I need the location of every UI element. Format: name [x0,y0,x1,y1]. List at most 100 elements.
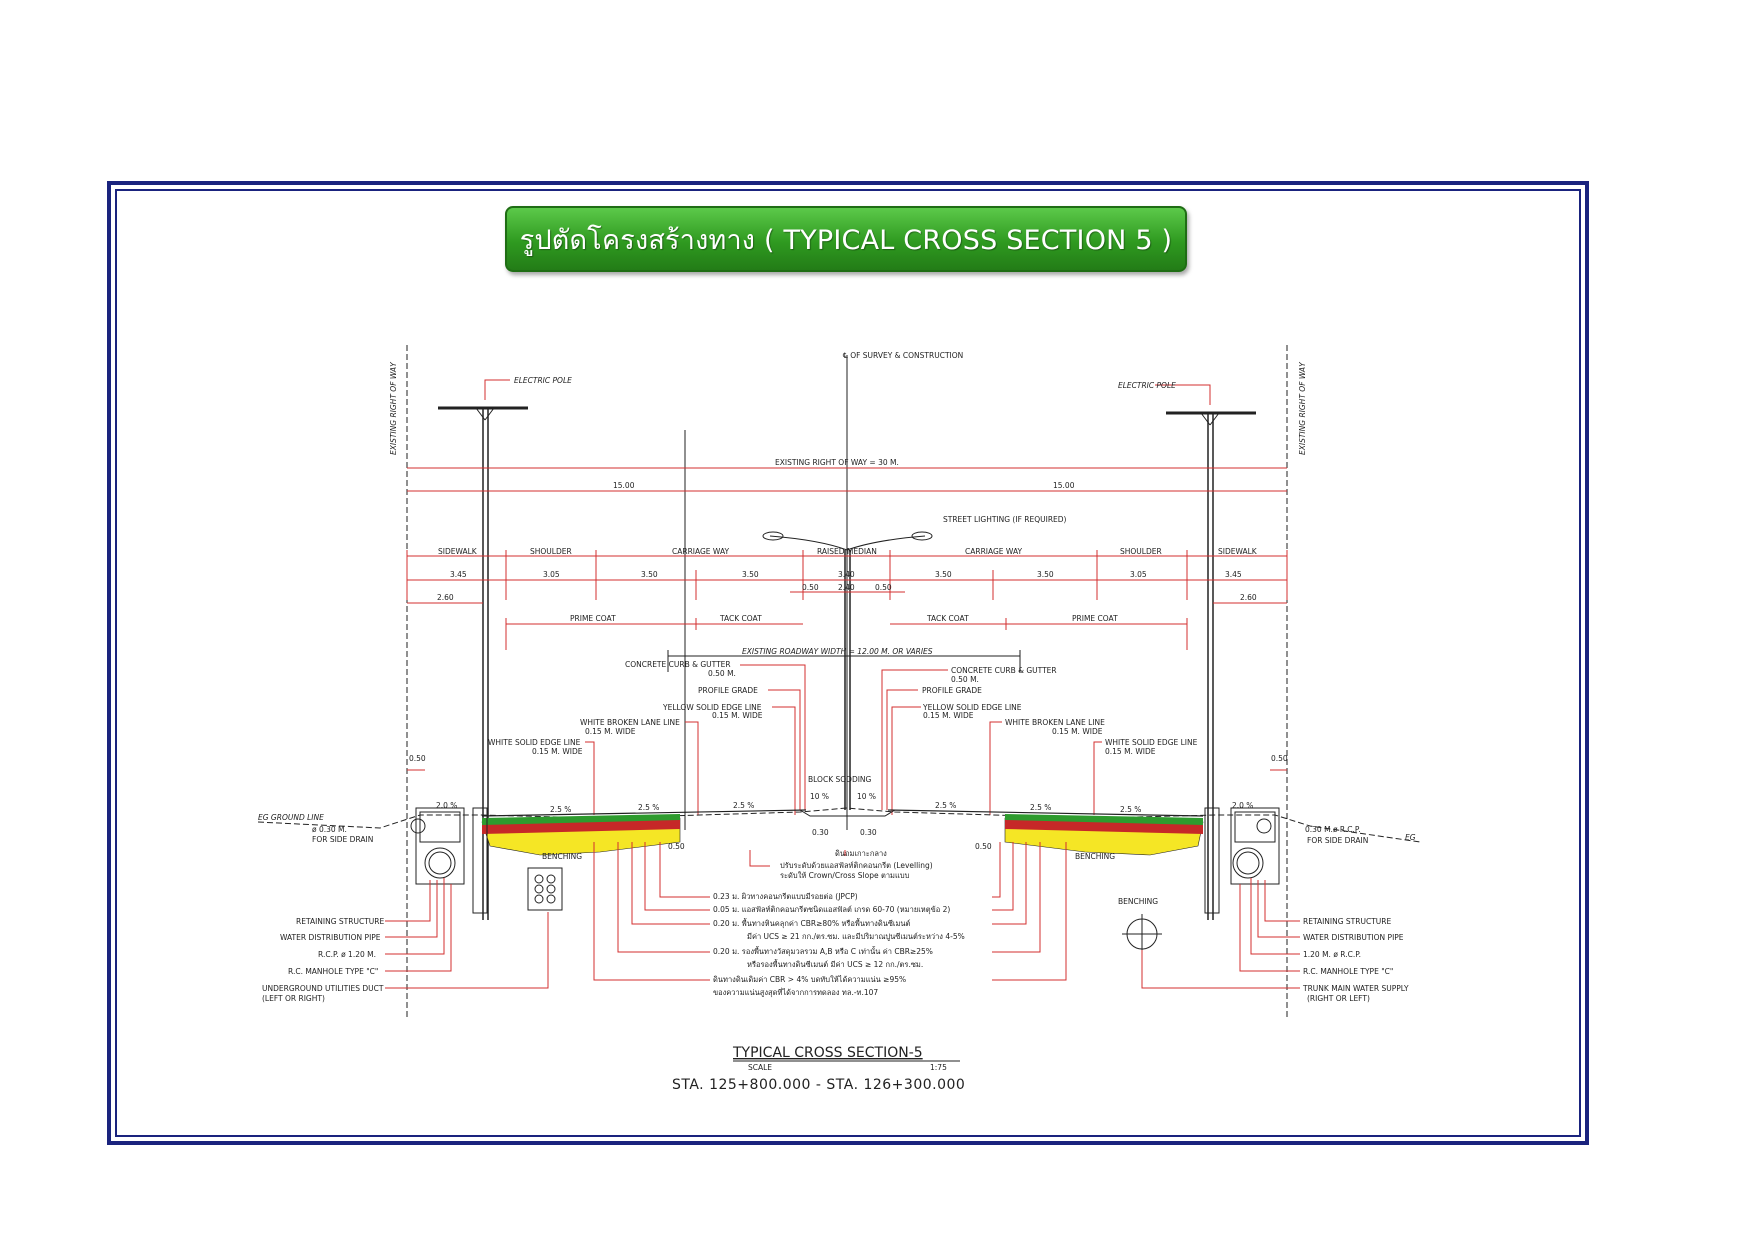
page-title: รูปตัดโครงสร้างทาง ( TYPICAL CROSS SECTI… [519,224,1173,256]
side-drain-right-icon [1204,807,1280,914]
median-dim-2: 0.30 [860,828,877,837]
median-slope-right: 10 % [857,792,876,801]
scale-value: 1:75 [930,1063,947,1072]
station-range: STA. 125+800.000 - STA. 126+300.000 [672,1077,965,1093]
street-light-icon [762,531,933,810]
width-1: 3.45 [450,570,467,579]
rcp-left-dia: ø 0.30 M. [312,825,347,834]
tack-coat-left: TACK COAT [719,614,762,623]
left-callouts [385,878,549,989]
width-3: 3.50 [641,570,658,579]
scale-label: SCALE [748,1063,772,1072]
white-solid-left: WHITE SOLID EDGE LINE [488,738,581,747]
right-label-4: R.C. MANHOLE TYPE "C" [1303,967,1393,976]
slope-left-3: 2.5 % [638,803,659,812]
slope-right-3: 2.5 % [1120,805,1141,814]
zone-label-5: CARRIAGE WAY [965,547,1022,556]
yellow-line-left: YELLOW SOLID EDGE LINE [662,703,762,712]
note-subgrade-test: ของความแน่นสูงสุดที่ได้จากการทดลอง ทล.-ท… [713,987,878,997]
section-title: TYPICAL CROSS SECTION-5 [732,1045,923,1061]
left-label-2: WATER DISTRIBUTION PIPE [280,933,381,942]
raised-median [799,809,896,817]
block-sodding-label: BLOCK SODDING [808,775,872,784]
white-broken-left-width: 0.15 M. WIDE [585,727,636,736]
width-5: 3.40 [838,570,855,579]
row-label-left: EXISTING RIGHT OF WAY [389,361,398,455]
width-4: 3.50 [742,570,759,579]
existing-roadway-label: EXISTING ROADWAY WIDTH = 12.00 M. OR VAR… [742,647,933,656]
zone-label-2: SHOULDER [530,547,572,556]
side-drain-left-icon [410,807,488,914]
white-broken-right: WHITE BROKEN LANE LINE [1005,718,1105,727]
electric-pole-right-icon [1166,411,1256,920]
eg-label: EG GROUND LINE [258,813,324,822]
note-subbase: 0.20 ม. รองพื้นทางวัสดุมวลรวม A,B หรือ C… [713,946,933,956]
edge-offset-left: 0.50 [409,754,426,763]
right-label-3: 1.20 M. ø R.C.P. [1303,950,1361,959]
note-base: 0.20 ม. พื้นทางหินคลุกค่า CBR≥80% หรือพื… [713,918,911,928]
layer-callouts [593,842,1067,981]
note-jpcp: 0.23 ม. ผิวทางคอนกรีตแบบมีรอยต่อ (JPCP) [713,892,858,901]
zone-label-6: SHOULDER [1120,547,1162,556]
zone-label-7: SIDEWALK [1218,547,1258,556]
width-9: 3.45 [1225,570,1242,579]
median-dim-4: 0.50 [975,842,992,851]
note-subbase-ucs: หรือรองพื้นทางดินซีเมนต์ มีค่า UCS ≥ 12 … [747,959,923,969]
zone-label-3: CARRIAGE WAY [672,547,729,556]
right-label-2: WATER DISTRIBUTION PIPE [1303,933,1404,942]
median-sub-3: 0.50 [875,583,892,592]
curb-right-width: 0.50 M. [951,675,979,684]
profile-grade-left: PROFILE GRADE [698,686,758,695]
left-label-6: (LEFT OR RIGHT) [262,994,325,1003]
tack-coat-right: TACK COAT [926,614,969,623]
curb-left-width: 0.50 M. [708,669,736,678]
slope-left-2: 2.5 % [550,805,571,814]
median-dim-3: 0.50 [668,842,685,851]
white-broken-left: WHITE BROKEN LANE LINE [580,718,680,727]
median-slope-left: 10 % [810,792,829,801]
electric-pole-label-right: ELECTRIC POLE [1118,381,1176,390]
note-base-ucs: มีค่า UCS ≥ 21 กก./ตร.ซม. และมีปริมาณปูน… [747,932,965,941]
width-6: 3.50 [935,570,952,579]
right-label-1: RETAINING STRUCTURE [1303,917,1391,926]
centerline-label: ℄ OF SURVEY & CONSTRUCTION [843,351,963,360]
slope-right-2: 2.5 % [1030,803,1051,812]
median-sub-2: 2.40 [838,583,855,592]
yellow-line-right-width: 0.15 M. WIDE [923,711,974,720]
note-subgrade: ดินทางดินเดิมค่า CBR > 4% บดทับให้ได้ควา… [713,975,906,984]
yellow-line-left-width: 0.15 M. WIDE [712,711,763,720]
trunk-main-icon [1122,914,1162,954]
half-width-left: 15.00 [613,481,635,490]
width-7: 3.50 [1037,570,1054,579]
pavement-right [887,809,1204,856]
white-solid-left-width: 0.15 M. WIDE [532,747,583,756]
benching-right: BENCHING [1118,897,1158,906]
left-label-5: UNDERGROUND UTILITIES DUCT [262,984,384,993]
outer-frame [107,181,1589,1145]
white-solid-right: WHITE SOLID EDGE LINE [1105,738,1198,747]
note-levelling: ปรับระดับด้วยแอสฟัลท์ติกคอนกรีต (Levelli… [780,861,933,870]
rcp-left-label: FOR SIDE DRAIN [312,835,373,844]
yellow-line-right: YELLOW SOLID EDGE LINE [922,703,1022,712]
electric-pole-label-left: ELECTRIC POLE [514,376,572,385]
rcp-right-dia: 0.30 M.ø R.C.P. [1305,825,1361,834]
eg-label-right: EG [1405,833,1416,842]
benching-left: BENCHING [542,852,582,861]
zone-label-1: SIDEWALK [438,547,478,556]
inner-frame [115,189,1581,1137]
street-lighting-label: STREET LIGHTING (IF REQUIRED) [943,515,1067,524]
left-label-1: RETAINING STRUCTURE [296,917,384,926]
width-8: 3.05 [1130,570,1147,579]
sub-width-left: 2.60 [437,593,454,602]
right-callouts [1141,878,1300,989]
zone-label-4: RAISED MEDIAN [817,547,877,556]
row-dimension: EXISTING RIGHT OF WAY = 30 M. [775,458,899,467]
note-crown: ระดับให้ Crown/Cross Slope ตามแบบ [780,871,910,880]
width-2: 3.05 [543,570,560,579]
prime-coat-left: PRIME COAT [570,614,616,623]
right-label-5: TRUNK MAIN WATER SUPPLY [1302,984,1409,993]
slope-left-1: 2.0 % [436,801,457,810]
sub-width-right: 2.60 [1240,593,1257,602]
prime-coat-right: PRIME COAT [1072,614,1118,623]
curb-right-label: CONCRETE CURB & GUTTER [951,666,1057,675]
